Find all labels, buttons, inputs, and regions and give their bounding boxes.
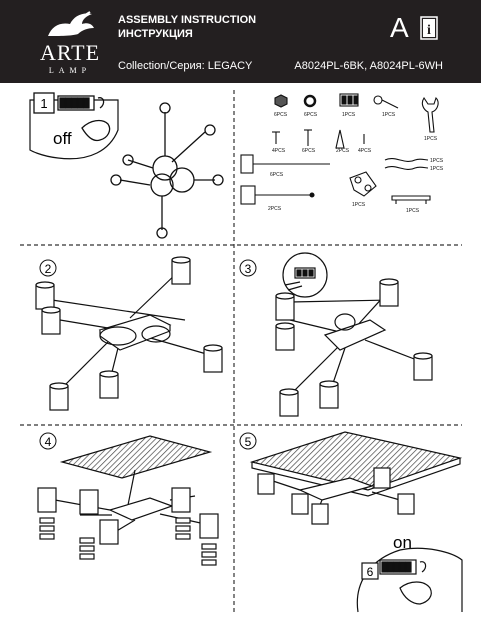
step2-number: 2	[45, 262, 52, 276]
qty-bracket: 1PCS	[406, 208, 420, 214]
nut-icon	[274, 94, 288, 108]
step6-label: on	[393, 533, 412, 552]
title-english: ASSEMBLY INSTRUCTION	[118, 14, 257, 26]
shade	[279, 388, 299, 417]
collection-name: Collection/Серия: LEGACY	[118, 60, 253, 72]
hand-icon	[81, 119, 111, 142]
qty-anchor: 2PCS	[336, 148, 350, 154]
shade	[291, 493, 309, 515]
shade	[373, 467, 391, 489]
shade	[49, 382, 69, 411]
qty-screw-small: 4PCS	[272, 148, 286, 154]
shade	[99, 519, 119, 545]
terminal-closeup	[282, 252, 328, 298]
shade	[203, 344, 223, 373]
tube-icon	[240, 154, 330, 174]
qty-ring: 6PCS	[304, 112, 318, 118]
step6-number: 6	[367, 565, 374, 579]
panel-step4	[37, 435, 219, 566]
hook-icon	[373, 95, 399, 109]
parts-panel	[240, 93, 439, 205]
shade	[319, 380, 339, 409]
qty-screw-med: 6PCS	[302, 148, 316, 154]
screw-small-icon	[272, 131, 280, 144]
brand-name: ARTE	[39, 40, 101, 65]
ceiling	[59, 435, 213, 479]
step4-number: 4	[45, 435, 52, 449]
instruction-diagram: 1 off 6PCS 6PCS 1PCS 1PCS 4PCS 6PCS 2PCS…	[20, 90, 463, 613]
step1-label: off	[53, 129, 72, 148]
header-bar: ARTE LAMP ASSEMBLY INSTRUCTION ИНСТРУКЦИ…	[0, 0, 481, 83]
shade	[37, 487, 57, 513]
terminal-block-icon	[379, 559, 427, 575]
page-title: ASSEMBLY INSTRUCTION ИНСТРУКЦИЯ	[118, 13, 256, 41]
qty-hub: 1PCS	[352, 202, 366, 208]
hand-icon	[399, 581, 432, 605]
panel-step5	[249, 431, 463, 525]
wrench-icon	[421, 96, 439, 133]
shade	[275, 322, 295, 351]
qty-tube: 6PCS	[270, 172, 284, 178]
ring-icon	[303, 94, 317, 108]
bulb-stack	[39, 517, 217, 566]
shade	[275, 292, 295, 321]
panel-step1	[29, 92, 224, 239]
shade	[257, 473, 275, 495]
brand-subtitle: LAMP	[48, 66, 92, 75]
qty-wire2: 1PCS	[430, 166, 444, 172]
shade	[171, 256, 191, 285]
terminal-block-icon	[57, 95, 105, 111]
shade	[199, 513, 219, 539]
panel-step3	[275, 252, 433, 417]
qty-wire1: 1PCS	[430, 158, 444, 164]
shade	[397, 493, 415, 515]
step3-number: 3	[245, 262, 252, 276]
hub-icon	[349, 171, 377, 197]
qty-block: 1PCS	[342, 112, 356, 118]
shade	[311, 503, 329, 525]
panel-step2	[35, 256, 223, 411]
info-book-icon: i	[420, 16, 438, 40]
letter-badge: A	[390, 12, 409, 43]
anchor-icon	[335, 129, 345, 149]
box-icon	[240, 185, 315, 205]
screw-medium-icon	[304, 129, 312, 146]
shade	[413, 352, 433, 381]
shade	[35, 281, 55, 310]
qty-hook: 1PCS	[382, 112, 396, 118]
model-numbers: A8024PL-6BK, A8024PL-6WH	[294, 60, 443, 72]
wire-icon	[384, 158, 429, 170]
qty-box: 2PCS	[268, 206, 282, 212]
title-russian: ИНСТРУКЦИЯ	[118, 28, 193, 40]
shade	[41, 306, 61, 335]
shade	[99, 370, 119, 399]
bracket-icon	[391, 195, 431, 204]
ceiling-plate-top-view	[110, 102, 224, 239]
step5-number: 5	[245, 435, 252, 449]
brand-logo: ARTE LAMP	[30, 6, 110, 80]
qty-screw-tiny: 4PCS	[358, 148, 372, 154]
panel-step6	[356, 547, 463, 613]
qty-nut: 6PCS	[274, 112, 288, 118]
svg-text:i: i	[427, 23, 431, 38]
shade	[379, 278, 399, 307]
terminal-block-small-icon	[339, 93, 359, 107]
griffin-logo-icon	[48, 11, 94, 36]
step1-number: 1	[40, 96, 47, 111]
shade	[79, 489, 99, 515]
shade	[171, 487, 191, 513]
qty-tool: 1PCS	[424, 136, 438, 142]
panel-dividers	[20, 90, 462, 612]
